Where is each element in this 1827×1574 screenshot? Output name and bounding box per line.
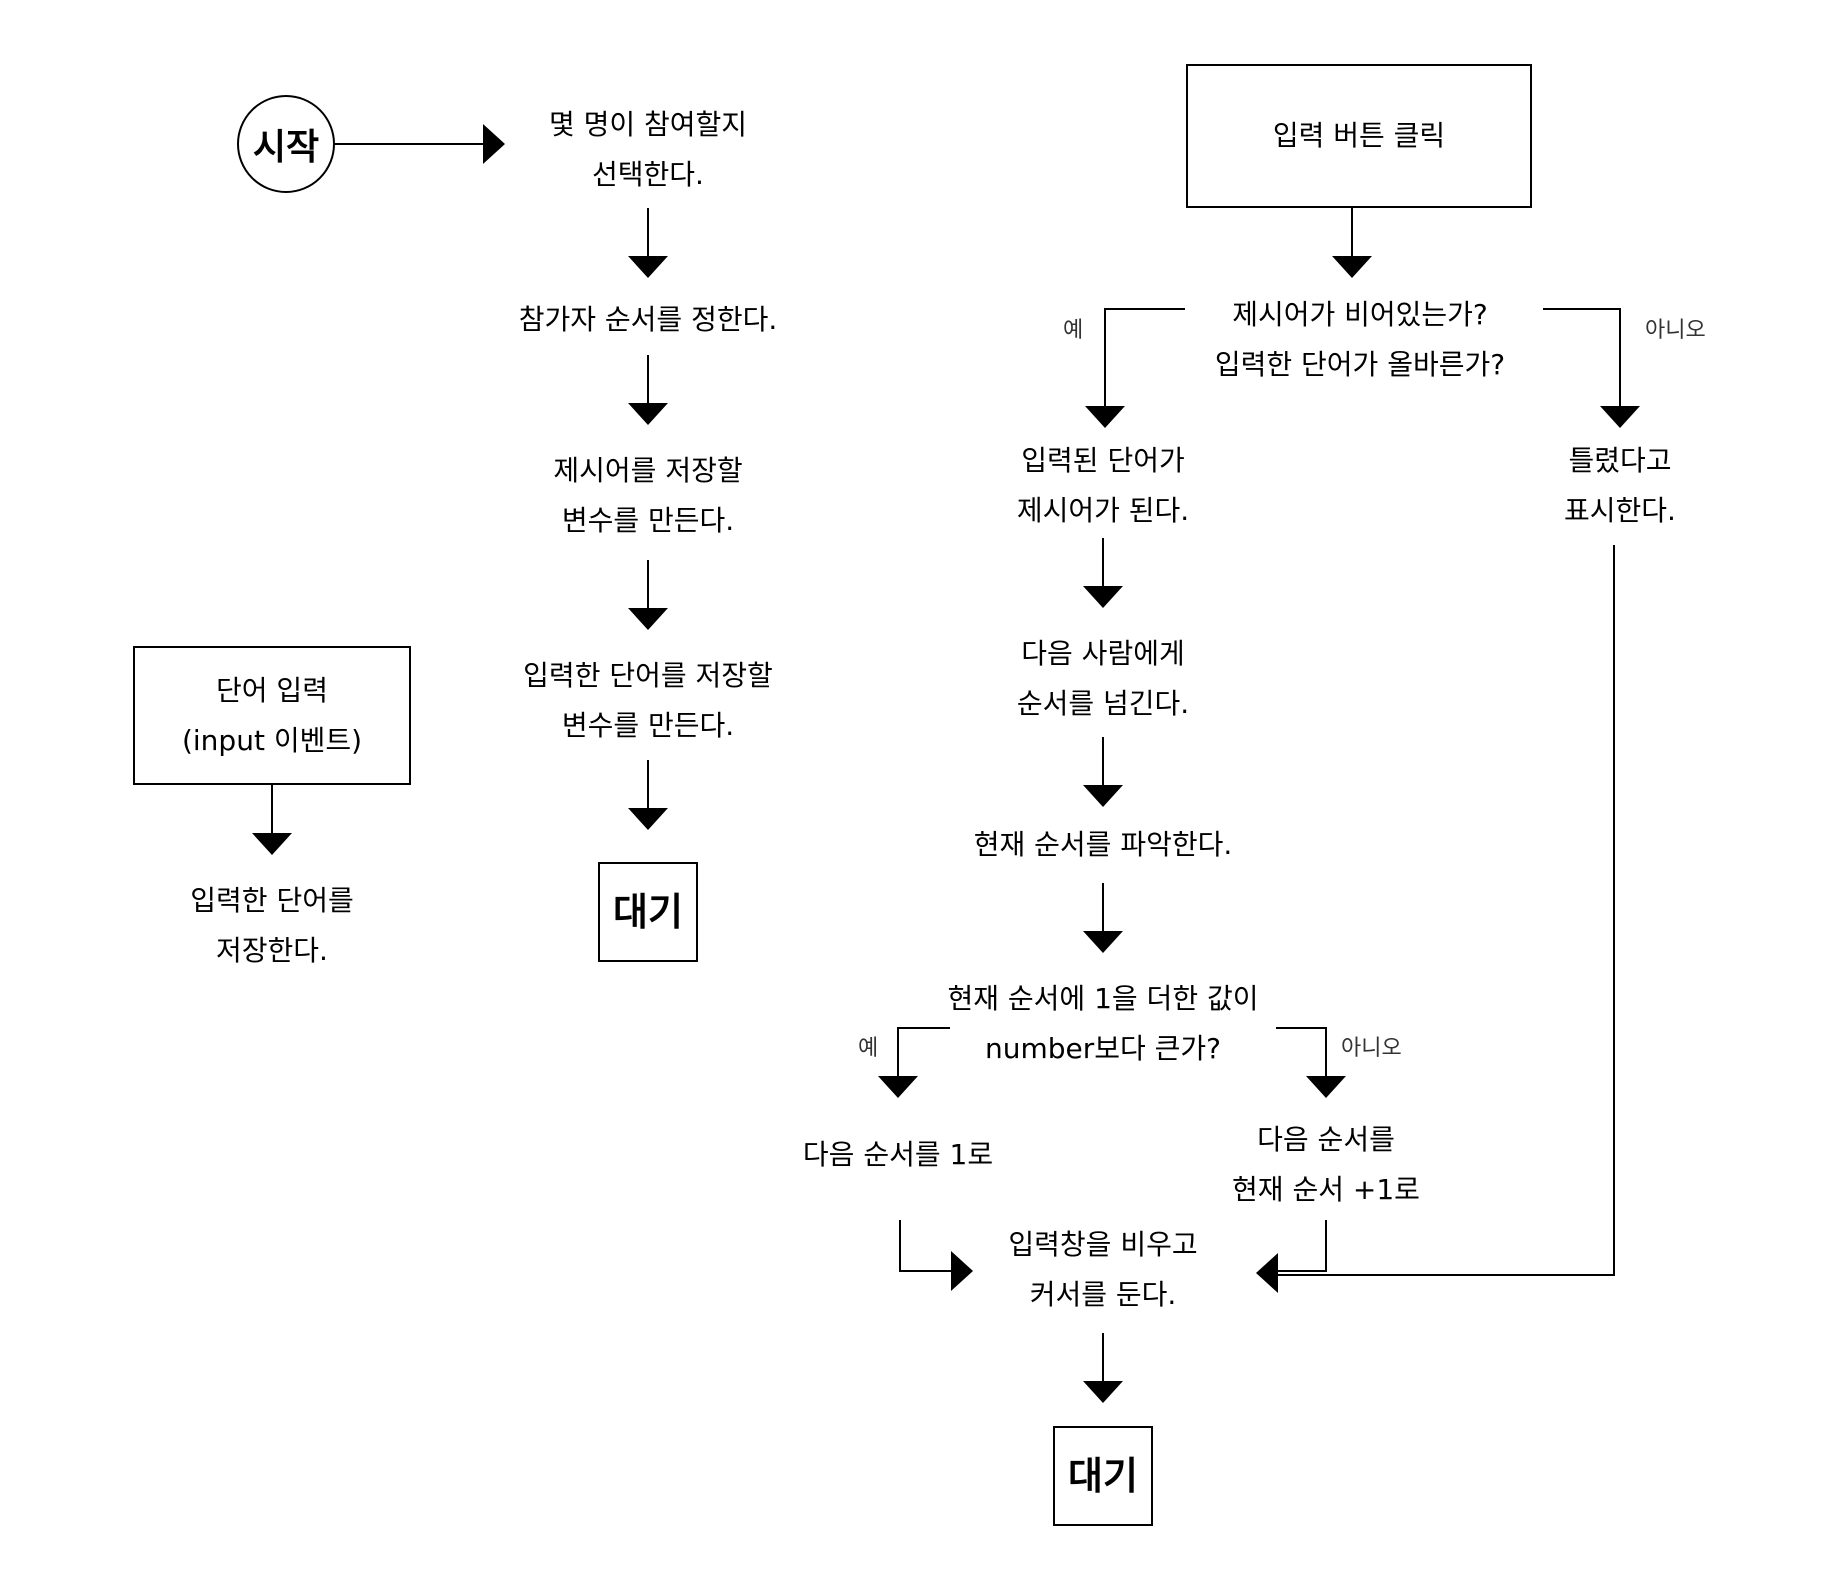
arrowhead-order [628, 403, 668, 425]
next-plus-node: 다음 순서를 현재 순서 +1로 [1206, 1110, 1446, 1220]
start-node: 시작 [237, 95, 335, 193]
arrowhead-start [483, 124, 505, 164]
condition-no-label: 아니오 [1645, 318, 1706, 343]
arrowhead-input-var [628, 808, 668, 830]
save-word-line2: 저장한다. [216, 934, 328, 967]
edge-condition-yes [1104, 308, 1185, 408]
clear-input-line2: 커서를 둔다. [1029, 1278, 1177, 1311]
next-one-node: 다음 순서를 1로 [778, 1130, 1018, 1180]
turn-condition-line2: number보다 큰가? [984, 1032, 1222, 1065]
select-count-line2: 선택한다. [592, 158, 704, 191]
edge-turncond-yes [897, 1027, 950, 1078]
arrowhead-select [628, 256, 668, 278]
condition-line2: 입력한 단어가 올바른가? [1214, 348, 1506, 381]
turn-yes-label: 예 [858, 1036, 879, 1061]
turn-no-label: 아니오 [1341, 1036, 1402, 1061]
next-plus-line1: 다음 순서를 [1257, 1123, 1395, 1156]
input-event-box: 단어 입력 (input 이벤트) [133, 646, 411, 785]
arrowhead-right-merge [1256, 1253, 1278, 1293]
edge-turncond-no [1276, 1027, 1327, 1078]
set-order-label: 참가자 순서를 정한다. [518, 303, 778, 336]
arrowhead-pass [1083, 785, 1123, 807]
arrowhead-click [1332, 256, 1372, 278]
arrowhead-turn-no [1306, 1076, 1346, 1098]
select-count-line1: 몇 명이 참여할지 [548, 108, 748, 141]
save-word-node: 입력한 단어를 저장한다. [142, 871, 402, 981]
make-keyword-var-line2: 변수를 만든다. [561, 504, 735, 537]
find-turn-node: 현재 순서를 파악한다. [938, 820, 1268, 870]
turn-condition-node: 현재 순서에 1을 더한 값이 number보다 큰가? [923, 969, 1283, 1079]
wait-box-left: 대기 [598, 862, 698, 962]
becomes-keyword-line1: 입력된 단어가 [1021, 444, 1185, 477]
arrowhead-find [1083, 931, 1123, 953]
pass-turn-line2: 순서를 넘긴다. [1016, 687, 1190, 720]
wait-label-left: 대기 [613, 890, 683, 934]
find-turn-label: 현재 순서를 파악한다. [973, 828, 1233, 861]
clear-input-line1: 입력창을 비우고 [1008, 1228, 1198, 1261]
arrowhead-keyword-var [628, 608, 668, 630]
arrowhead-becomes [1083, 586, 1123, 608]
start-label: 시작 [252, 127, 320, 168]
becomes-keyword-node: 입력된 단어가 제시어가 된다. [963, 431, 1243, 541]
show-wrong-line2: 표시한다. [1564, 494, 1676, 527]
arrowhead-yes [1085, 406, 1125, 428]
edge-condition-no [1543, 308, 1621, 408]
click-button-label: 입력 버튼 클릭 [1272, 119, 1446, 152]
set-order-node: 참가자 순서를 정한다. [478, 295, 818, 345]
make-input-var-line2: 변수를 만든다. [561, 709, 735, 742]
make-keyword-var-line1: 제시어를 저장할 [553, 454, 743, 487]
wait-box-right: 대기 [1053, 1426, 1153, 1526]
clear-input-node: 입력창을 비우고 커서를 둔다. [983, 1215, 1223, 1325]
save-word-line1: 입력한 단어를 [190, 884, 354, 917]
wait-label-right: 대기 [1068, 1454, 1138, 1498]
pass-turn-line1: 다음 사람에게 [1021, 637, 1185, 670]
condition-node: 제시어가 비어있는가? 입력한 단어가 올바른가? [1190, 285, 1530, 395]
condition-yes-label: 예 [1063, 318, 1084, 343]
arrowhead-next-one [951, 1251, 973, 1291]
edge-next-one-to-clear [899, 1220, 953, 1272]
make-input-var-node: 입력한 단어를 저장할 변수를 만든다. [498, 646, 798, 756]
arrowhead-turn-yes [878, 1076, 918, 1098]
make-keyword-var-node: 제시어를 저장할 변수를 만든다. [498, 441, 798, 551]
next-one-label: 다음 순서를 1로 [802, 1138, 994, 1171]
show-wrong-line1: 틀렸다고 [1568, 444, 1672, 477]
make-input-var-line1: 입력한 단어를 저장할 [523, 659, 773, 692]
click-button-box: 입력 버튼 클릭 [1186, 64, 1532, 208]
condition-line1: 제시어가 비어있는가? [1232, 298, 1488, 331]
arrowhead-no [1600, 406, 1640, 428]
input-event-line2: (input 이벤트) [181, 723, 363, 757]
becomes-keyword-line2: 제시어가 된다. [1016, 494, 1190, 527]
select-count-node: 몇 명이 참여할지 선택한다. [498, 95, 798, 205]
turn-condition-line1: 현재 순서에 1을 더한 값이 [947, 982, 1259, 1015]
arrowhead-clear [1083, 1381, 1123, 1403]
edge-next-plus-to-clear [1276, 1220, 1327, 1272]
pass-turn-node: 다음 사람에게 순서를 넘긴다. [963, 624, 1243, 734]
show-wrong-node: 틀렸다고 표시한다. [1530, 431, 1710, 541]
arrowhead-input-box [252, 833, 292, 855]
input-event-line1: 단어 입력 [216, 673, 328, 707]
edge-wrong-to-clear [1276, 545, 1615, 1276]
next-plus-line2: 현재 순서 +1로 [1232, 1173, 1420, 1206]
